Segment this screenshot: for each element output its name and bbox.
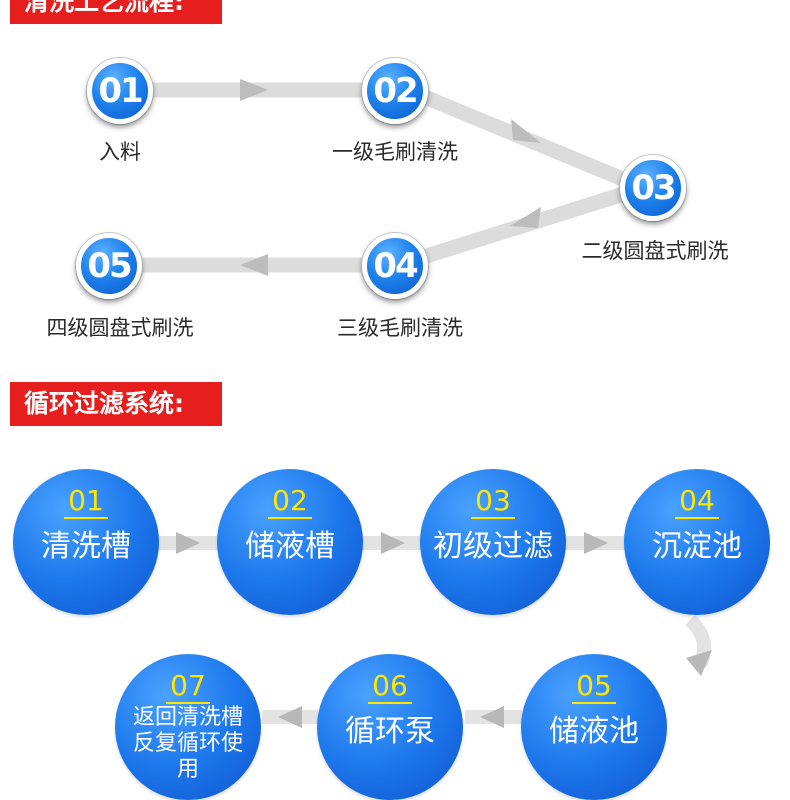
filtration-step-06-number: 06 [317, 670, 463, 704]
filtration-step-05: 05 储液池 [521, 654, 667, 800]
process-step-03-node: 03 [620, 155, 686, 221]
filtration-step-07-number: 07 [115, 670, 261, 704]
filtration-system-title: 循环过滤系统: [10, 382, 222, 426]
process-step-05-label: 四级圆盘式刷洗 [46, 316, 194, 340]
arrow-04-05 [240, 254, 268, 276]
process-step-04-label: 三级毛刷清洗 [337, 316, 463, 340]
filtration-step-04-number: 04 [624, 485, 770, 519]
arrow-f06-f07 [278, 706, 302, 728]
filtration-step-03: 03 初级过滤 [420, 469, 566, 615]
process-step-01-node: 01 [87, 58, 153, 124]
process-step-03-label: 二级圆盘式刷洗 [581, 239, 729, 263]
filtration-step-03-number: 03 [420, 485, 566, 519]
filtration-step-05-number: 05 [521, 670, 667, 704]
process-step-02-node: 02 [362, 58, 428, 124]
arrow-f03-f04 [584, 532, 608, 554]
arrow-01-02 [240, 79, 268, 101]
filtration-step-07-label: 返回清洗槽反复循环使用 [132, 705, 243, 782]
filtration-step-07: 07 返回清洗槽反复循环使用 [115, 654, 261, 800]
filtration-step-04: 04 沉淀池 [624, 469, 770, 615]
filtration-step-03-label: 初级过滤 [433, 529, 553, 564]
process-step-04-node: 04 [362, 233, 428, 299]
filtration-step-02-label: 储液槽 [245, 529, 335, 564]
filtration-connectors [155, 532, 712, 728]
filtration-step-04-label: 沉淀池 [652, 529, 742, 564]
arrow-f04-f05 [686, 650, 712, 676]
filtration-step-05-label: 储液池 [549, 714, 639, 749]
arrow-f01-f02 [176, 532, 200, 554]
filtration-step-01-number: 01 [13, 485, 159, 519]
process-step-02-label: 一级毛刷清洗 [332, 140, 458, 164]
arrow-f05-f06 [480, 706, 504, 728]
process-step-05-node: 05 [76, 233, 142, 299]
arrow-03-04 [510, 207, 541, 228]
filtration-step-06: 06 循环泵 [317, 654, 463, 800]
filtration-step-02: 02 储液槽 [217, 469, 363, 615]
process-step-01-label: 入料 [99, 140, 141, 164]
filtration-step-01: 01 清洗槽 [13, 469, 159, 615]
filtration-step-02-number: 02 [217, 485, 363, 519]
filtration-step-06-label: 循环泵 [345, 714, 435, 749]
filtration-step-01-label: 清洗槽 [41, 529, 131, 564]
arrow-f02-f03 [381, 532, 405, 554]
arrow-02-03 [511, 119, 541, 143]
process-flow-connectors [140, 79, 633, 276]
process-flow-title: 清洗工艺流程: [10, 0, 222, 24]
